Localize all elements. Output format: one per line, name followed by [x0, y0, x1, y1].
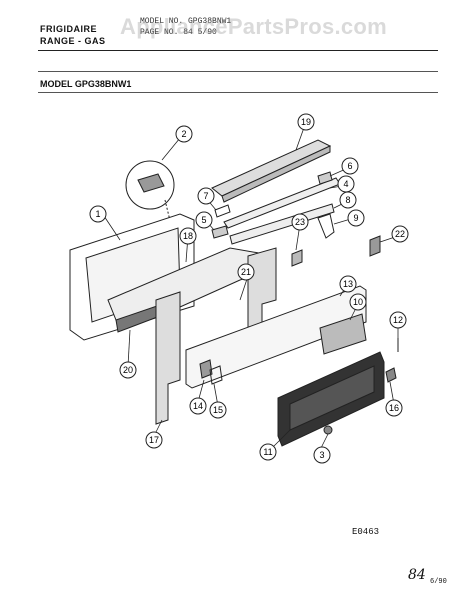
- part-control-panel: [185, 285, 367, 389]
- callout-14: 14: [189, 397, 207, 415]
- callout-label: 6: [347, 161, 352, 171]
- part-6: [317, 171, 333, 185]
- part-small-bar: [214, 204, 231, 218]
- part-clip: [211, 225, 229, 239]
- callout-7: 7: [197, 187, 215, 205]
- callout-5: 5: [195, 211, 213, 229]
- callout-18: 18: [179, 227, 197, 245]
- callout-label: 10: [353, 297, 363, 307]
- callout-label: 13: [343, 279, 353, 289]
- callout-label: 9: [353, 213, 358, 223]
- callout-17: 17: [145, 431, 163, 449]
- callout-label: 3: [319, 450, 324, 460]
- part-switch: [369, 235, 381, 257]
- callout-3: 3: [313, 446, 331, 464]
- callout-16: 16: [385, 399, 403, 417]
- callout-2: 2: [175, 125, 193, 143]
- category-label: RANGE - GAS: [40, 36, 106, 46]
- part-14: [199, 359, 213, 379]
- callout-4: 4: [337, 175, 355, 193]
- header-rule-top: [38, 50, 438, 51]
- callout-8: 8: [339, 191, 357, 209]
- header-line-2: PAGE NO. 84 5/90: [140, 28, 217, 37]
- callout-label: 19: [301, 117, 311, 127]
- callout-label: 17: [149, 435, 159, 445]
- callout-label: 12: [393, 315, 403, 325]
- callout-21: 21: [237, 263, 255, 281]
- callout-13: 13: [339, 275, 357, 293]
- part-knob: [323, 425, 333, 435]
- callout-label: 14: [193, 401, 203, 411]
- callout-1: 1: [89, 205, 107, 223]
- callout-19: 19: [297, 113, 315, 131]
- callout-label: 22: [395, 229, 405, 239]
- callout-label: 23: [295, 217, 305, 227]
- callout-15: 15: [209, 401, 227, 419]
- callout-label: 2: [181, 129, 186, 139]
- callout-12: 12: [389, 311, 407, 329]
- callout-20: 20: [119, 361, 137, 379]
- callout-11: 11: [259, 443, 277, 461]
- page-mark: 84: [408, 567, 426, 583]
- callout-label: 21: [241, 267, 251, 277]
- header-rule-bottom: [38, 71, 438, 72]
- callout-6: 6: [341, 157, 359, 175]
- part-light: [291, 249, 303, 267]
- part-end-cap-left: [155, 291, 181, 425]
- callout-label: 11: [263, 447, 272, 457]
- model-label: MODEL GPG38BNW1: [40, 79, 132, 89]
- model-rule: [38, 92, 438, 93]
- callout-label: 7: [203, 191, 208, 201]
- brand-label: FRIGIDAIRE: [40, 24, 98, 34]
- part-15: [209, 365, 223, 385]
- model-number-label: MODEL NO. GPG38BNW1: [140, 17, 232, 26]
- callout-label: 8: [345, 195, 350, 205]
- callout-label: 20: [123, 365, 133, 375]
- callout-label: 18: [183, 231, 193, 241]
- part-9: [317, 213, 335, 239]
- callout-label: 16: [389, 403, 399, 413]
- callout-label: 1: [95, 209, 100, 219]
- callout-label: 4: [343, 179, 348, 189]
- callout-10: 10: [349, 293, 367, 311]
- watermark: AppliancePartsPros.com: [120, 14, 388, 39]
- callout-9: 9: [347, 209, 365, 227]
- date-mark: 6/90: [430, 578, 447, 586]
- diagram-code: E0463: [352, 527, 380, 537]
- callout-label: 5: [201, 215, 206, 225]
- part-screw: [385, 367, 397, 383]
- callout-22: 22: [391, 225, 409, 243]
- part-bracket: [229, 203, 335, 245]
- callout-label: 15: [213, 405, 223, 415]
- callout-23: 23: [291, 213, 309, 231]
- part-timer: [319, 313, 367, 355]
